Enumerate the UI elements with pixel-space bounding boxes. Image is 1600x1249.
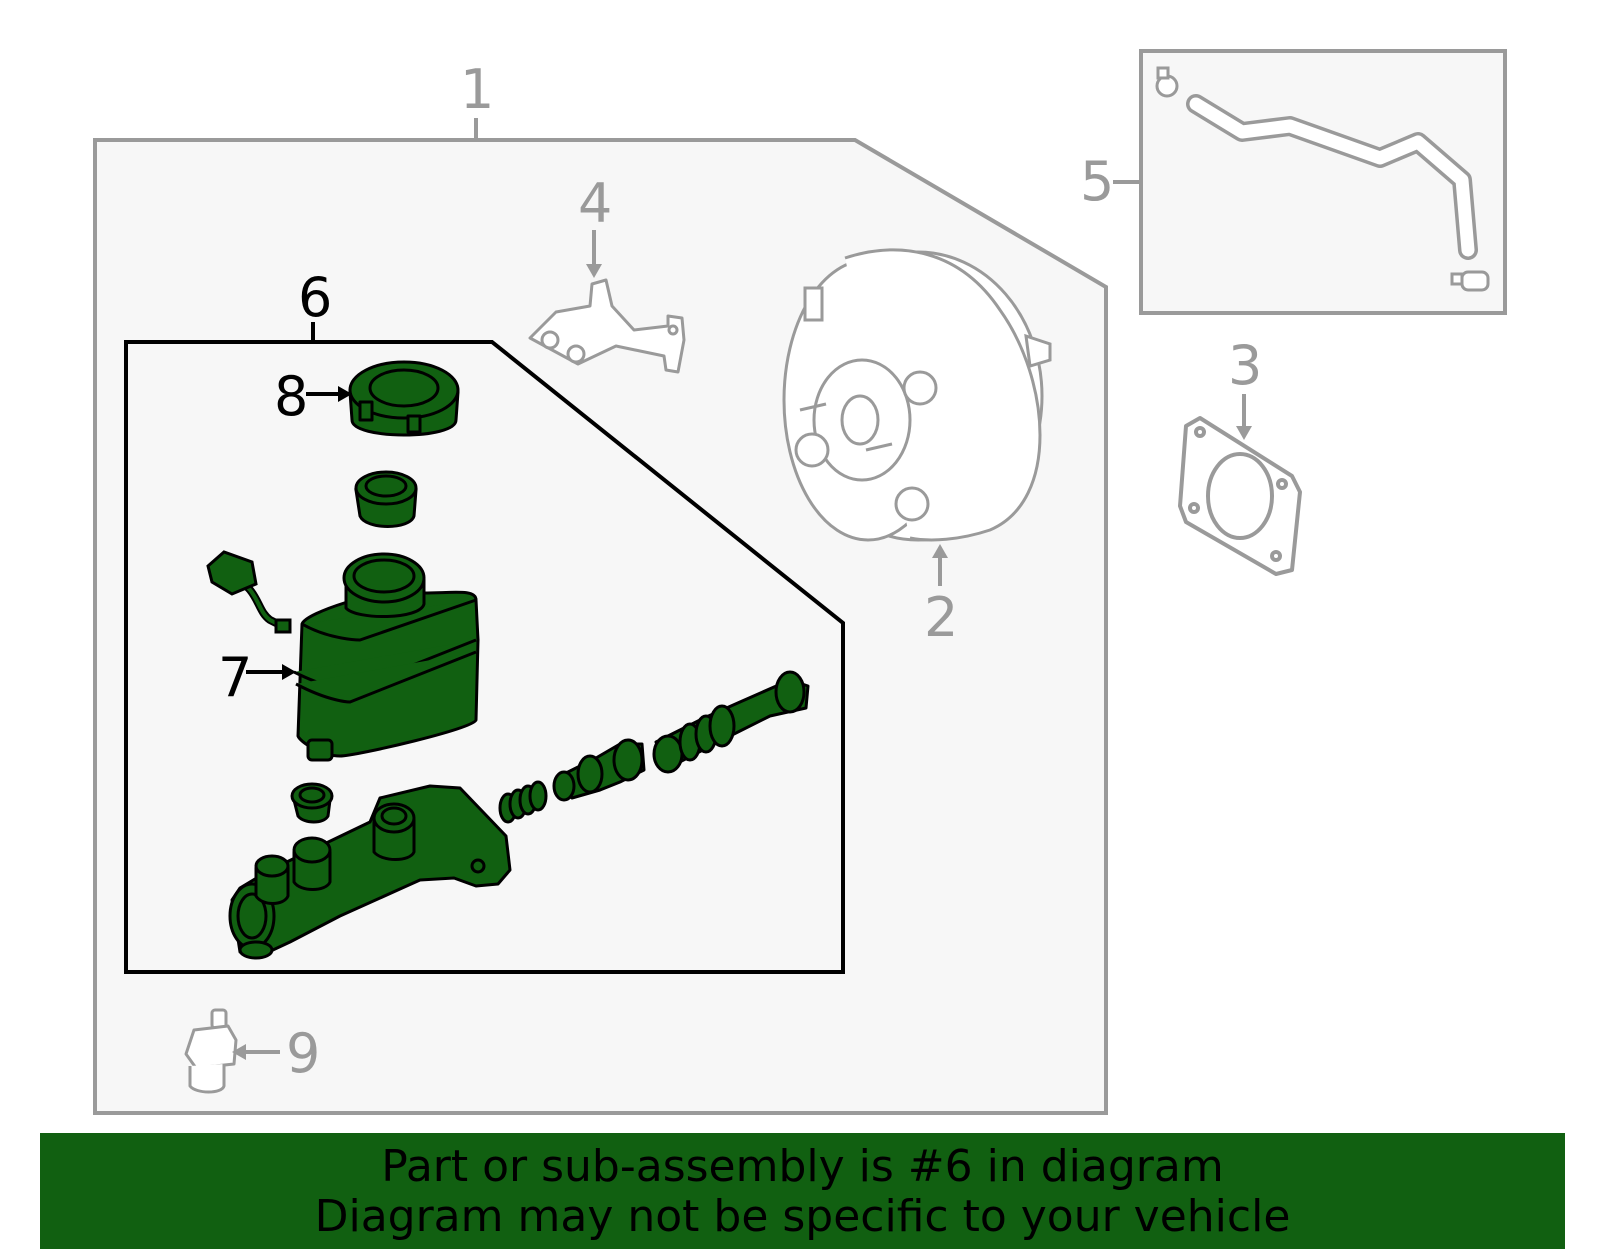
- bracket-4: [528, 278, 686, 374]
- banner-line-1: Part or sub-assembly is #6 in diagram: [381, 1141, 1224, 1192]
- banner-line-2: Diagram may not be specific to your vehi…: [314, 1191, 1291, 1242]
- gasket-3: [1178, 416, 1302, 576]
- strainer: [354, 470, 418, 528]
- callout-2: 2: [924, 586, 958, 649]
- info-banner: Part or sub-assembly is #6 in diagram Di…: [40, 1133, 1565, 1249]
- reservoir-cap-8: [348, 360, 460, 437]
- callout-8: 8: [274, 365, 308, 428]
- callout-3: 3: [1228, 334, 1262, 397]
- secondary-piston: [552, 738, 646, 802]
- master-cylinder: [228, 784, 512, 960]
- brake-booster-2: [782, 248, 1052, 542]
- level-sensor-wire: [206, 550, 292, 634]
- primary-piston: [652, 670, 810, 774]
- hose-box-5: [1139, 49, 1507, 315]
- callout-7: 7: [218, 646, 252, 709]
- callout-6: 6: [298, 266, 332, 329]
- reservoir-7: [293, 552, 480, 762]
- grommet: [290, 782, 334, 824]
- callout-4: 4: [578, 172, 612, 235]
- pressure-sensor-9: [184, 1008, 238, 1094]
- callout-1: 1: [460, 58, 494, 121]
- return-spring: [498, 780, 548, 824]
- hose-clamp-top: [1155, 66, 1179, 98]
- callout-9: 9: [286, 1022, 320, 1085]
- callout-5: 5: [1080, 150, 1114, 213]
- hose-clamp-bottom: [1450, 270, 1490, 292]
